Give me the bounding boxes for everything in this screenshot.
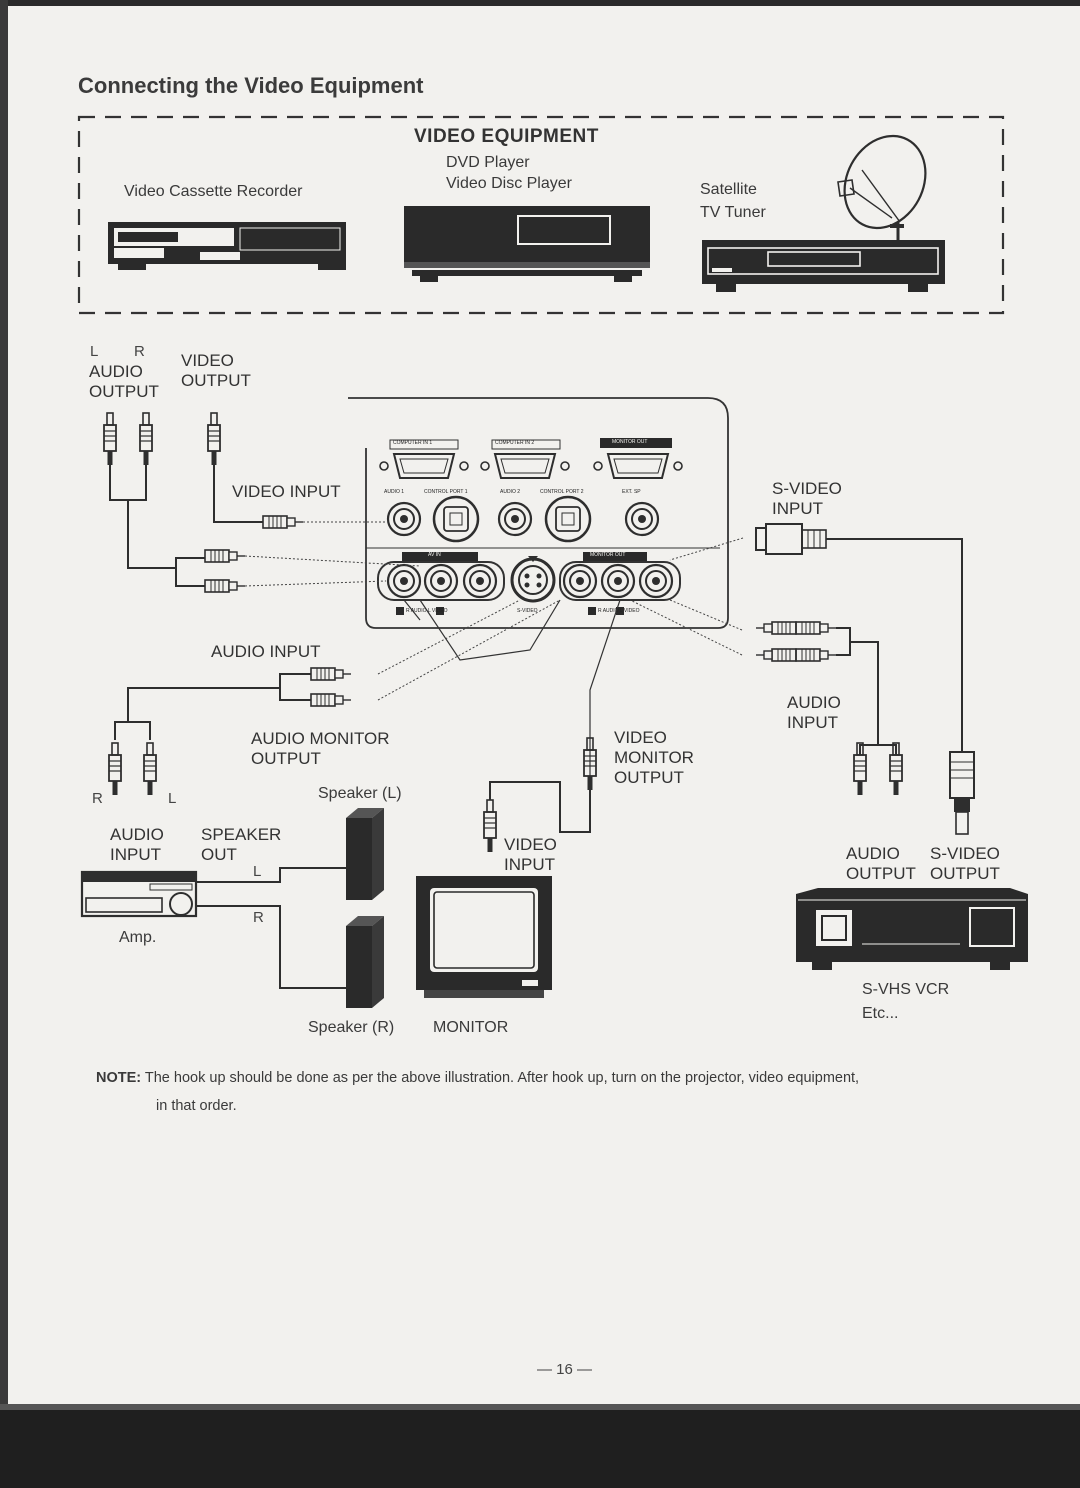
tuner-label-line1: Satellite xyxy=(700,181,757,198)
svhs-s-video-output-label-2: OUTPUT xyxy=(930,864,1000,883)
dvd-illustration xyxy=(404,206,650,282)
s-video-input-label-2: INPUT xyxy=(772,499,823,518)
av-in-label: AV IN xyxy=(428,552,441,558)
monitor-label: MONITOR xyxy=(433,1019,509,1036)
audio-1-label: AUDIO 1 xyxy=(384,489,405,495)
vcr-illustration xyxy=(108,222,346,270)
av-in-bottom-label: R AUDIO L VIDEO xyxy=(406,608,448,614)
note-line-1: NOTE: The hook up should be done as per … xyxy=(96,1070,860,1087)
svhs-audio-plugs xyxy=(755,621,975,835)
panel-leaders xyxy=(403,599,621,830)
vcr-label: Video Cassette Recorder xyxy=(124,183,303,200)
dvd-label-line2: Video Disc Player xyxy=(446,175,572,192)
svhs-vcr-label: S-VHS VCR xyxy=(862,981,950,998)
dvd-label-line1: DVD Player xyxy=(446,154,530,171)
source-audio-label: AUDIO xyxy=(89,362,143,381)
note-label: NOTE: xyxy=(96,1070,142,1086)
source-video-output-label: OUTPUT xyxy=(181,371,251,390)
source-r-label: R xyxy=(134,343,145,360)
projector-panel xyxy=(348,397,729,629)
monitor-video-input-label-1: VIDEO xyxy=(504,835,557,854)
source-output-plugs xyxy=(103,412,304,593)
monitor-video-input-label-2: INPUT xyxy=(504,855,555,874)
amp-r-label: R xyxy=(92,790,103,807)
speaker-r-label: Speaker (R) xyxy=(308,1019,395,1036)
video-monitor-label-3: OUTPUT xyxy=(614,768,684,787)
satellite-tuner-illustration xyxy=(702,134,945,292)
monitor-out-2-label: MONITOR OUT xyxy=(590,552,626,558)
connection-leaders xyxy=(244,521,744,701)
projector-audio-input-label: AUDIO INPUT xyxy=(211,642,321,661)
amp-l-label: L xyxy=(168,790,177,807)
speaker-left-illustration xyxy=(346,808,384,900)
audio-monitor-label: AUDIO MONITOR xyxy=(251,729,390,748)
video-monitor-label-1: VIDEO xyxy=(614,728,667,747)
svhs-vcr-illustration xyxy=(796,888,1028,970)
speaker-right-illustration xyxy=(346,916,384,1008)
amp-audio-plugs xyxy=(108,667,352,796)
speaker-out-label-1: SPEAKER xyxy=(201,825,282,844)
left-edge xyxy=(0,0,8,1408)
svhs-etc-label: Etc... xyxy=(862,1005,899,1022)
control-port-2-label: CONTROL PORT 2 xyxy=(540,489,584,495)
amp-audio-input-label-2: INPUT xyxy=(110,845,161,864)
amp-audio-input-label-1: AUDIO xyxy=(110,825,164,844)
monitor-illustration xyxy=(416,876,552,998)
bottom-scan-edge xyxy=(0,1404,1080,1488)
svhs-audio-output-label-2: OUTPUT xyxy=(846,864,916,883)
speaker-out-l-tag: L xyxy=(253,863,262,880)
monitor-out-bottom-label: R AUDIO L VIDEO xyxy=(598,608,640,614)
computer-in-1-label: COMPUTER IN 1 xyxy=(393,440,433,446)
svhs-audio-input-label-2: INPUT xyxy=(787,713,838,732)
bottom-scan-edge-highlight xyxy=(0,1404,1080,1410)
note-text-line-1: The hook up should be done as per the ab… xyxy=(144,1070,860,1086)
svhs-audio-input-label-1: AUDIO xyxy=(787,693,841,712)
control-port-1-label: CONTROL PORT 1 xyxy=(424,489,468,495)
monitor-out-label: MONITOR OUT xyxy=(612,439,648,445)
amp-label: Amp. xyxy=(119,929,157,946)
s-video-input-plug xyxy=(755,523,963,752)
speaker-wires xyxy=(196,867,346,989)
source-video-label: VIDEO xyxy=(181,351,234,370)
speaker-l-label: Speaker (L) xyxy=(318,785,402,802)
svhs-audio-output-label-1: AUDIO xyxy=(846,844,900,863)
equipment-box-border xyxy=(77,115,1005,315)
equipment-heading: VIDEO EQUIPMENT xyxy=(414,126,599,147)
audio-2-label: AUDIO 2 xyxy=(500,489,521,495)
note-text-line-2: in that order. xyxy=(156,1098,237,1114)
s-video-input-label-1: S-VIDEO xyxy=(772,479,842,498)
svhs-s-video-output-label-1: S-VIDEO xyxy=(930,844,1000,863)
page-number: — 16 — xyxy=(537,1361,593,1378)
top-edge xyxy=(0,0,1080,6)
source-l-label: L xyxy=(90,343,99,360)
tuner-label-line2: TV Tuner xyxy=(700,204,766,221)
page-title: Connecting the Video Equipment xyxy=(78,73,424,98)
projector-video-input-label: VIDEO INPUT xyxy=(232,482,341,501)
computer-in-2-label: COMPUTER IN 2 xyxy=(495,440,535,446)
source-audio-output-label: OUTPUT xyxy=(89,382,159,401)
s-video-small-label: S-VIDEO xyxy=(517,608,538,614)
video-monitor-label-2: MONITOR xyxy=(614,748,694,767)
monitor-video-cable xyxy=(483,737,597,853)
ext-sp-label: EXT. SP xyxy=(622,489,641,495)
speaker-out-label-2: OUT xyxy=(201,845,237,864)
speaker-out-r-tag: R xyxy=(253,909,264,926)
audio-monitor-output-label: OUTPUT xyxy=(251,749,321,768)
amplifier-illustration xyxy=(80,870,198,918)
